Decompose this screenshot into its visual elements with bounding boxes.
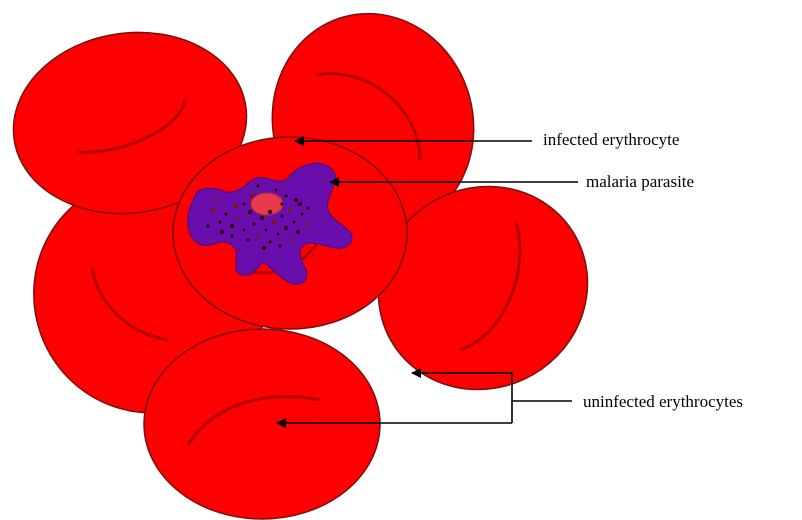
hemozoin-dot <box>284 226 288 230</box>
hemozoin-dot <box>236 216 239 219</box>
hemozoin-dot <box>211 208 215 212</box>
label-infected-erythrocyte: infected erythrocyte <box>543 130 679 150</box>
hemozoin-dot <box>276 232 279 235</box>
label-uninfected-erythrocytes: uninfected erythrocytes <box>583 392 743 412</box>
hemozoin-dot <box>280 202 283 205</box>
hemozoin-dot <box>248 210 252 214</box>
hemozoin-dot <box>256 234 259 237</box>
hemozoin-dot <box>242 228 245 231</box>
hemozoin-dot <box>250 194 254 198</box>
hemozoin-dot <box>274 188 277 191</box>
hemozoin-dot <box>268 210 272 214</box>
hemozoin-dot <box>288 208 291 211</box>
hemozoin-dot <box>284 194 287 197</box>
hemozoin-dot <box>234 204 238 208</box>
hemozoin-dot <box>268 240 271 243</box>
erythrocyte-bottom <box>144 329 380 519</box>
hemozoin-dot <box>218 220 221 223</box>
hemozoin-dot <box>230 224 234 228</box>
hemozoin-dot <box>278 244 281 247</box>
hemozoin-dot <box>272 220 276 224</box>
hemozoin-dot <box>280 214 283 217</box>
hemozoin-dot <box>220 230 224 234</box>
hemozoin-dot <box>294 198 298 202</box>
hemozoin-dot <box>296 230 300 234</box>
parasite-nucleus <box>251 193 283 215</box>
hemozoin-dot <box>260 216 264 220</box>
hemozoin-dot <box>300 212 303 215</box>
hemozoin-dot <box>264 228 267 231</box>
hemozoin-dot <box>256 184 259 187</box>
hemozoin-dot <box>292 220 295 223</box>
label-malaria-parasite: malaria parasite <box>586 172 694 192</box>
hemozoin-dot <box>230 234 233 237</box>
hemozoin-dot <box>304 222 307 225</box>
hemozoin-dot <box>252 222 255 225</box>
hemozoin-dot <box>306 206 309 209</box>
hemozoin-dot <box>262 246 266 250</box>
hemozoin-dot <box>246 238 249 241</box>
hemozoin-dot <box>224 212 227 215</box>
hemozoin-dot <box>242 202 245 205</box>
hemozoin-dot <box>298 202 302 206</box>
hemozoin-dot <box>290 238 293 241</box>
hemozoin-dot <box>214 196 217 199</box>
hemozoin-dot <box>206 224 209 227</box>
